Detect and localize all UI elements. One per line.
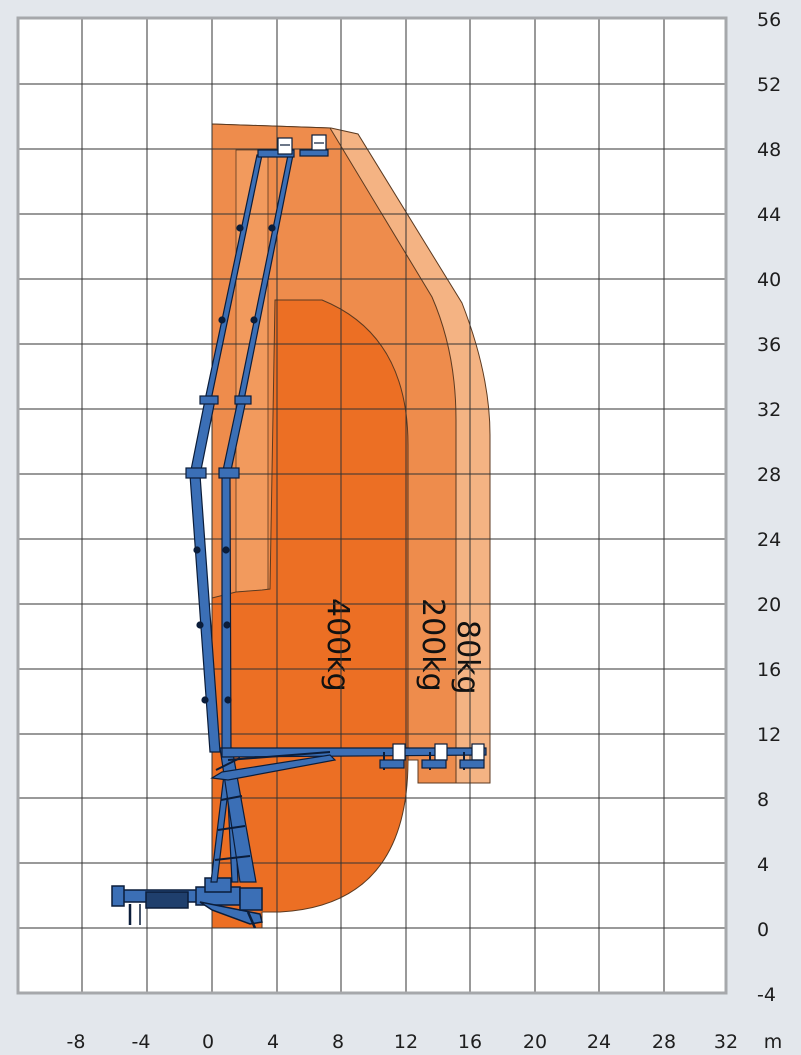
x-tick-label: 32 (714, 1031, 738, 1053)
x-tick-label: 24 (587, 1031, 611, 1053)
y-tick-label: -4 (757, 984, 776, 1006)
y-tick-label: 40 (757, 269, 781, 291)
y-tick-label: 56 (757, 9, 781, 31)
x-tick-label: 4 (267, 1031, 279, 1053)
plot-frame (16, 16, 728, 995)
y-tick-label: 4 (757, 854, 769, 876)
lower-boom (210, 747, 257, 883)
x-tick-label: 20 (523, 1031, 547, 1053)
y-tick-label: 36 (757, 334, 781, 356)
x-tick-label: 0 (202, 1031, 214, 1053)
x-tick-label: 8 (332, 1031, 344, 1053)
grid (18, 18, 726, 993)
y-tick-label: 8 (757, 789, 769, 811)
y-tick-label: 44 (757, 204, 781, 226)
y-tick-label: 32 (757, 399, 781, 421)
y-tick-label: 12 (757, 724, 781, 746)
x-tick-label: 28 (652, 1031, 676, 1053)
zone-label-200kg: 200kg (415, 598, 450, 692)
y-tick-label: 48 (757, 139, 781, 161)
x-tick-label: -8 (67, 1031, 86, 1053)
zone-200kg-inner-recess (235, 149, 269, 593)
outreach-platforms (379, 743, 485, 769)
x-axis: -8 -4 0 4 8 12 16 20 24 28 32 m (67, 1031, 783, 1053)
zone-label-400kg: 400kg (320, 598, 355, 692)
x-tick-label: 16 (458, 1031, 482, 1053)
telescopic-boom-vertical-right (218, 154, 294, 753)
x-tick-label: -4 (132, 1031, 151, 1053)
y-tick-label: 28 (757, 464, 781, 486)
y-tick-label: 24 (757, 529, 781, 551)
y-tick-label: 0 (757, 919, 769, 941)
telescopic-boom-vertical-left (185, 154, 263, 753)
x-axis-unit: m (764, 1031, 783, 1053)
upper-platforms (257, 134, 329, 158)
zone-label-80kg: 80kg (450, 620, 485, 695)
y-tick-label: 20 (757, 594, 781, 616)
y-tick-label: 52 (757, 74, 781, 96)
x-tick-label: 12 (394, 1031, 418, 1053)
machine-chassis (111, 877, 263, 929)
y-axis: 56 52 48 44 40 36 32 28 24 20 16 12 8 4 … (757, 9, 781, 1006)
y-tick-label: 16 (757, 659, 781, 681)
